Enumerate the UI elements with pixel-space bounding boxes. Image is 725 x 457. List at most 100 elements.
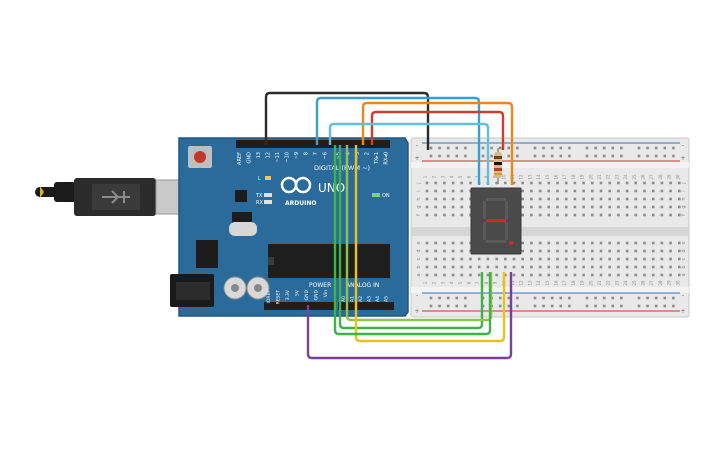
column-label: 21 — [597, 174, 602, 180]
row-label: b — [416, 265, 422, 268]
row-label: g — [681, 205, 687, 208]
column-label: 2 — [432, 281, 437, 284]
row-label: f — [681, 214, 687, 216]
column-label: 22 — [606, 280, 611, 286]
column-label: 4 — [449, 175, 454, 178]
wire-orange[interactable] — [361, 101, 514, 185]
column-label: 20 — [588, 174, 593, 180]
wire-red[interactable] — [370, 110, 505, 150]
power-pin-label: 3.3V — [285, 289, 291, 300]
row-label: b — [681, 265, 687, 268]
column-label: 6 — [467, 175, 472, 178]
atmega-chip — [268, 244, 390, 278]
wire-green-2[interactable] — [333, 145, 492, 336]
digital-pin-label: ~6 — [323, 152, 329, 159]
rail-label: - — [416, 292, 418, 299]
column-label: 28 — [658, 174, 663, 180]
analog-pin-label: A4 — [375, 296, 381, 302]
column-label: 29 — [667, 280, 672, 286]
column-label: 15 — [545, 280, 550, 286]
wire-purple[interactable] — [306, 272, 513, 360]
wire-yellow[interactable] — [354, 145, 506, 343]
column-label: 28 — [658, 280, 663, 286]
column-label: 1 — [423, 175, 428, 178]
column-label: 10 — [501, 174, 506, 180]
digital-pin-label: 4 — [346, 152, 352, 155]
row-label: c — [416, 257, 422, 260]
row-label: h — [416, 197, 422, 200]
digital-label: DIGITAL (PWM ~) — [314, 164, 370, 172]
column-label: 2 — [432, 175, 437, 178]
resistor[interactable] — [494, 148, 502, 184]
row-label: h — [681, 197, 687, 200]
wire-black[interactable] — [264, 91, 430, 150]
column-label: 6 — [467, 281, 472, 284]
wire-green[interactable] — [338, 145, 484, 330]
column-label: 3 — [440, 281, 445, 284]
column-label: 22 — [606, 174, 611, 180]
column-label: 14 — [536, 174, 541, 180]
column-label: 11 — [510, 280, 515, 286]
segment-a — [486, 198, 506, 201]
digital-pin-label: ~9 — [294, 152, 300, 159]
column-label: 17 — [562, 174, 567, 180]
analog-header[interactable] — [338, 302, 394, 310]
analog-label: ANALOG IN — [346, 282, 379, 289]
column-label: 27 — [649, 174, 654, 180]
digital-pin-label: 2 — [365, 152, 371, 155]
on-label: ON — [382, 193, 390, 199]
segment-f — [483, 201, 486, 219]
rail-label: + — [680, 155, 685, 162]
row-label: i — [416, 190, 422, 191]
analog-pin-label: A2 — [358, 296, 364, 302]
digital-header[interactable] — [236, 140, 390, 148]
rail-label: - — [682, 142, 684, 149]
column-label: 23 — [614, 174, 619, 180]
wire-blue[interactable] — [315, 96, 481, 185]
row-label: d — [416, 249, 422, 252]
column-label: 14 — [536, 280, 541, 286]
power-header[interactable] — [264, 302, 336, 310]
column-label: 3 — [440, 175, 445, 178]
usb-cable[interactable] — [35, 178, 187, 216]
column-label: 30 — [675, 280, 680, 286]
rail-label: + — [414, 308, 419, 315]
column-label: 17 — [562, 280, 567, 286]
row-label: d — [681, 249, 687, 252]
row-label: a — [681, 273, 687, 276]
column-label: 4 — [449, 281, 454, 284]
row-label: a — [416, 273, 422, 276]
column-label: 16 — [554, 280, 559, 286]
wire-lightblue[interactable] — [328, 122, 490, 185]
column-label: 23 — [614, 280, 619, 286]
column-label: 19 — [580, 280, 585, 286]
row-label: g — [416, 205, 422, 208]
digital-pin-label: TX▸1 — [374, 152, 380, 165]
row-label: f — [416, 214, 422, 216]
rx-label: RX — [256, 200, 263, 206]
column-label: 13 — [527, 174, 532, 180]
row-label: j — [416, 182, 422, 184]
row-label: e — [416, 241, 422, 244]
arduino-infinity-icon — [280, 176, 312, 194]
column-label: 18 — [571, 280, 576, 286]
digital-pin-label: AREF — [237, 152, 243, 165]
l-label: L — [258, 176, 261, 182]
column-label: 27 — [649, 280, 654, 286]
segment-c — [505, 222, 508, 240]
breadboard[interactable]: 1122334455667788991010111112121313141415… — [410, 137, 690, 318]
column-label: 12 — [519, 174, 524, 180]
column-label: 15 — [545, 174, 550, 180]
power-label: POWER — [309, 282, 331, 289]
column-label: 25 — [632, 280, 637, 286]
column-label: 5 — [458, 175, 463, 178]
segment-d — [486, 240, 506, 243]
column-label: 12 — [519, 280, 524, 286]
column-label: 1 — [423, 281, 428, 284]
column-label: 5 — [458, 281, 463, 284]
seven-segment-display[interactable] — [470, 187, 522, 255]
brand-label: ARDUINO — [285, 200, 316, 207]
power-pin-label: GND — [304, 289, 310, 300]
